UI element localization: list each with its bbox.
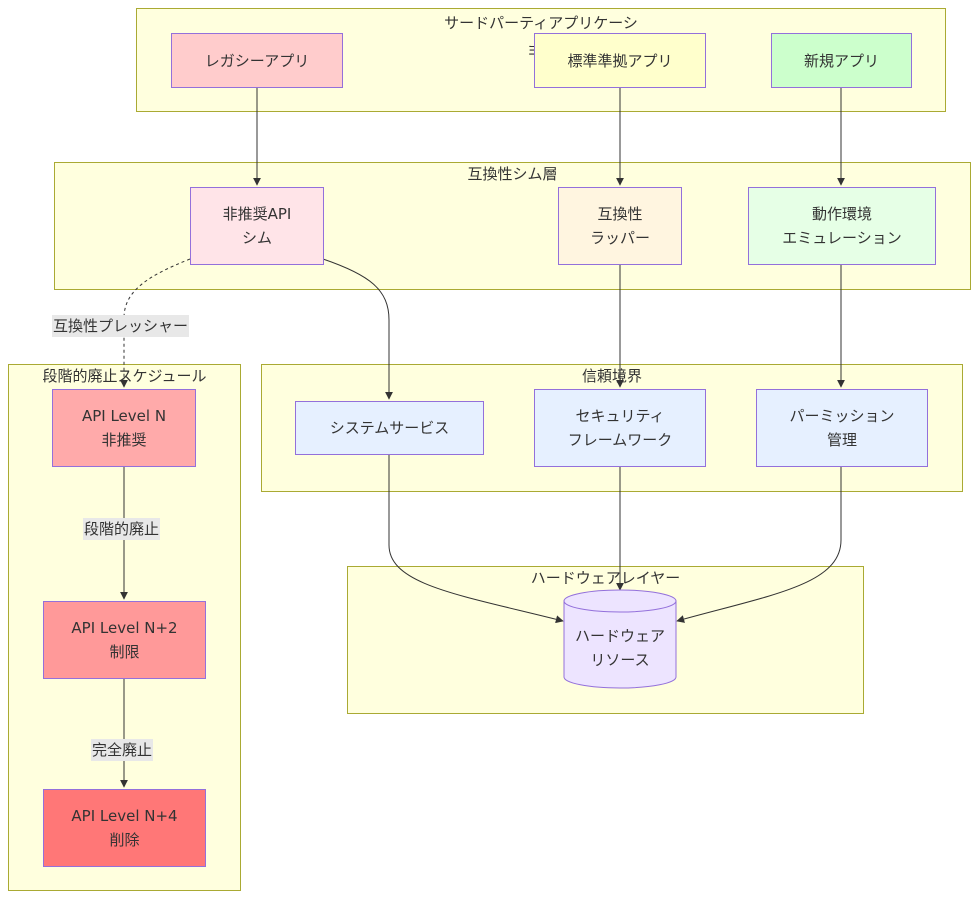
node-legacy-app[interactable]: レガシーアプリ [171, 33, 343, 88]
node-compat-wrapper-line2: ラッパー [589, 229, 650, 247]
node-hardware-resources[interactable] [563, 589, 677, 691]
node-new-app-label: 新規アプリ [803, 51, 879, 70]
node-deprecated-api-shim-line1: 非推奨API [222, 205, 292, 223]
node-security-framework[interactable]: セキュリティ フレームワーク [534, 389, 706, 467]
node-api-level-n-line2: 非推奨 [101, 431, 147, 449]
node-security-framework-line1: セキュリティ [575, 407, 665, 425]
edge-label-phased-deprecation: 段階的廃止 [83, 518, 161, 540]
node-api-level-n4-line1: API Level N+4 [71, 807, 178, 825]
node-deprecated-api-shim-line2: シム [241, 229, 272, 247]
node-api-level-n4[interactable]: API Level N+4 削除 [43, 789, 206, 867]
edge-system-services-to-hardware [388, 455, 564, 624]
edge-label-compat-pressure: 互換性プレッシャー [52, 315, 190, 337]
node-permission-management-line2: 管理 [826, 431, 857, 449]
cluster-trust-boundary-title: 信頼境界 [581, 367, 642, 385]
node-security-framework-line2: フレームワーク [567, 431, 673, 449]
node-permission-management[interactable]: パーミッション 管理 [756, 389, 928, 467]
node-permission-management-line1: パーミッション [789, 407, 895, 425]
node-hardware-resources-line2: リソース [590, 651, 650, 669]
node-api-level-n[interactable]: API Level N 非推奨 [52, 389, 196, 467]
edge-deprecated-shim-to-system-services [322, 258, 393, 400]
node-standard-app-label: 標準準拠アプリ [567, 51, 673, 70]
node-api-level-n-line1: API Level N [81, 407, 167, 425]
node-system-services-label: システムサービス [329, 419, 450, 437]
node-compat-wrapper-line1: 互換性 [597, 205, 643, 223]
node-api-level-n4-line2: 削除 [109, 831, 140, 849]
edge-label-full-deprecation: 完全廃止 [91, 739, 154, 761]
node-api-level-n2-line1: API Level N+2 [71, 619, 178, 637]
node-env-emulation-line1: 動作環境 [811, 205, 872, 223]
node-legacy-app-label: レガシーアプリ [204, 51, 310, 70]
cluster-hardware-layer-title: ハードウェアレイヤー [530, 569, 681, 587]
node-standard-app[interactable]: 標準準拠アプリ [534, 33, 706, 88]
edge-permission-to-hardware [676, 467, 842, 623]
node-api-level-n2-line2: 制限 [109, 643, 140, 661]
node-api-level-n2[interactable]: API Level N+2 制限 [43, 601, 206, 679]
node-new-app[interactable]: 新規アプリ [771, 33, 912, 88]
node-env-emulation[interactable]: 動作環境 エミュレーション [748, 187, 936, 265]
node-deprecated-api-shim[interactable]: 非推奨API シム [190, 187, 324, 265]
node-env-emulation-line2: エミュレーション [782, 229, 902, 247]
node-compat-wrapper[interactable]: 互換性 ラッパー [558, 187, 682, 265]
node-hardware-resources-text: ハードウェア リソース [563, 624, 677, 672]
node-hardware-resources-line1: ハードウェア [574, 627, 665, 645]
node-system-services[interactable]: システムサービス [295, 401, 484, 455]
cluster-compat-shim-layer-title: 互換性シム層 [467, 165, 558, 183]
